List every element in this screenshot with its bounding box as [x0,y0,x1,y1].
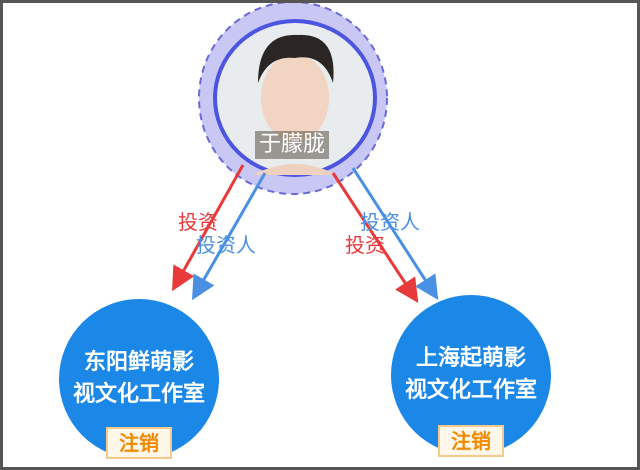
company-name-line1: 东阳鲜萌影 [83,350,194,375]
status-badge: 注销 [106,427,172,459]
edge-blue-left [192,172,267,301]
company-name-line2: 视文化工作室 [404,378,537,403]
person-face-icon [253,34,337,175]
edge-blue-right [351,167,439,301]
diagram-graphics [172,3,439,304]
edge-red-right [331,172,419,304]
edge-label: 投资 [178,210,218,234]
person-name: 于朦胧 [255,131,330,159]
edge-label: 投资人 [360,210,420,234]
company-name-line2: 视文化工作室 [72,382,205,407]
edge-label: 投资人 [196,233,256,257]
edge-label: 投资 [345,233,385,257]
company-name-line1: 上海起萌影 [415,346,526,371]
status-badge: 注销 [438,425,504,457]
edge-red-left [172,164,245,292]
